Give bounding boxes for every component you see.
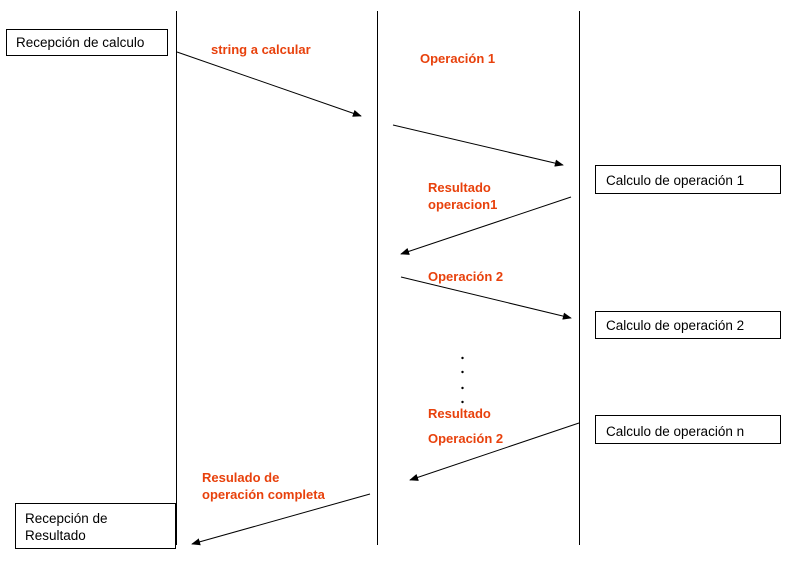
label-string-a-calcular: string a calcular (211, 42, 311, 57)
ellipsis-dot (461, 386, 464, 390)
arrow-resultado-operacion-2 (409, 422, 580, 481)
arrow-string-a-calcular (176, 51, 362, 117)
ellipsis-dot (461, 400, 464, 404)
box-calculo-operacion-2-text: Calculo de operación 2 (606, 318, 744, 333)
label-resultado-op1-line2: operacion1 (428, 197, 497, 212)
ellipsis-dot (461, 356, 464, 360)
box-calculo-operacion-2: Calculo de operación 2 (595, 311, 781, 339)
box-recepcion-calculo-text: Recepción de calculo (16, 35, 144, 50)
label-resultado-final-line1: Resultado (428, 406, 491, 421)
arrow-resultado-operacion-1 (400, 196, 572, 255)
arrow-operacion-2 (400, 276, 572, 320)
box-calculo-operacion-1-text: Calculo de operación 1 (606, 173, 744, 188)
arrow-operacion-1 (392, 124, 564, 167)
box-recepcion-calculo: Recepción de calculo (6, 29, 168, 56)
label-resultado-final-line2: Operación 2 (428, 431, 503, 446)
box-calculo-operacion-1: Calculo de operación 1 (595, 165, 781, 194)
ellipsis-dot (461, 370, 464, 374)
label-operacion-2: Operación 2 (428, 269, 503, 284)
box-recepcion-resultado-line2: Resultado (25, 528, 86, 543)
label-resultado-op1-line1: Resultado (428, 180, 491, 195)
box-recepcion-resultado-line1: Recepción de (25, 511, 108, 526)
box-calculo-operacion-n: Calculo de operación n (595, 415, 781, 444)
label-resulado-completa-line1: Resulado de (202, 470, 279, 485)
box-recepcion-resultado: Recepción de Resultado (15, 503, 176, 549)
ellipsis-dots (461, 356, 464, 404)
label-operacion-1: Operación 1 (420, 51, 495, 66)
arrow-resultado-completo (191, 493, 371, 546)
label-resulado-completa-line2: operación completa (202, 487, 326, 502)
box-calculo-operacion-n-text: Calculo de operación n (606, 424, 744, 439)
